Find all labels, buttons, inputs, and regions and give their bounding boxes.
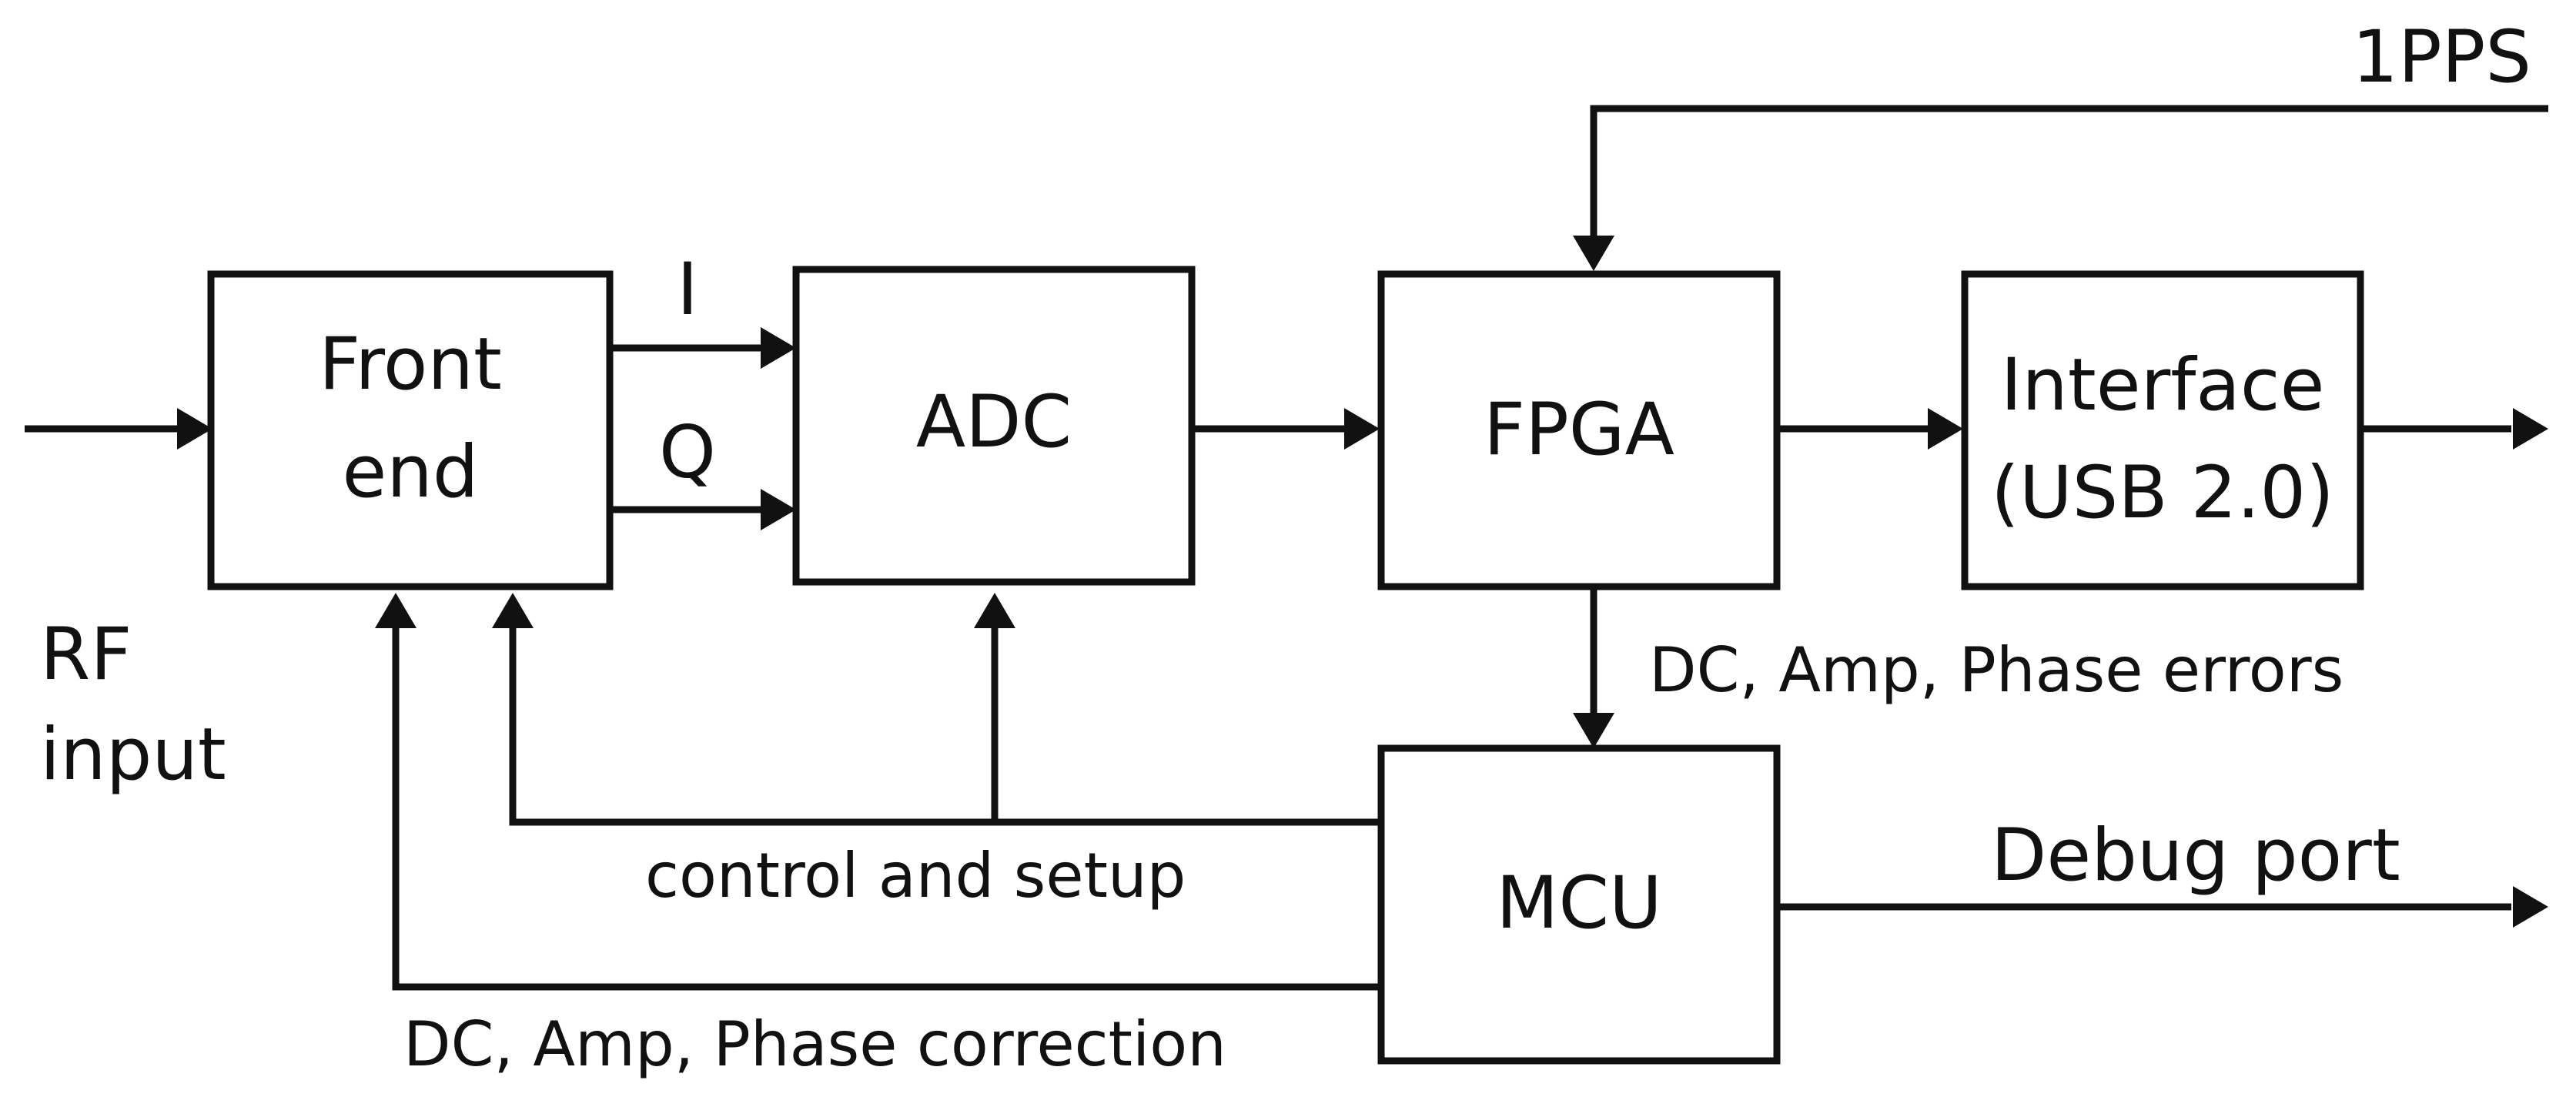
- rf-input-label-line1: RF: [40, 613, 132, 697]
- i-arrowhead: [761, 327, 796, 369]
- i-signal-label: I: [677, 248, 698, 332]
- interface-label-line2: (USB 2.0): [1991, 451, 2334, 535]
- fpga-label: FPGA: [1484, 388, 1674, 472]
- front-end-label-line2: end: [342, 430, 478, 514]
- control-adc-arrowhead: [974, 593, 1015, 628]
- pps-wire: [1590, 105, 2548, 236]
- rf-input-arrowhead: [177, 408, 212, 450]
- front-end-block: Front end: [207, 270, 614, 590]
- correction-signal-label: DC, Amp, Phase correction: [403, 1008, 1226, 1080]
- adc-fpga-arrowhead: [1344, 408, 1380, 450]
- interface-block: Interface (USB 2.0): [1961, 270, 2364, 590]
- correction-wire: [392, 628, 1381, 991]
- correction-arrowhead: [375, 593, 417, 628]
- errors-signal-label: DC, Amp, Phase errors: [1649, 634, 2343, 706]
- control-frontend-arrowhead: [492, 593, 534, 628]
- fpga-interface-arrowhead: [1928, 408, 1963, 450]
- q-signal-label: Q: [659, 411, 716, 495]
- fpga-mcu-arrowhead: [1573, 713, 1614, 748]
- interface-output-arrowhead: [2513, 408, 2548, 450]
- q-arrowhead: [761, 489, 796, 530]
- rf-input-label-line2: input: [40, 713, 226, 797]
- fpga-block: FPGA: [1377, 270, 1781, 590]
- control-signal-label: control and setup: [645, 840, 1186, 911]
- control-wire: [509, 628, 1381, 826]
- mcu-label: MCU: [1496, 861, 1662, 945]
- front-end-label-line1: Front: [319, 323, 502, 406]
- adc-label: ADC: [916, 380, 1072, 464]
- debug-port-arrowhead: [2513, 886, 2548, 928]
- pps-arrowhead: [1573, 236, 1614, 271]
- mcu-block: MCU: [1377, 744, 1781, 1065]
- interface-label-line1: Interface: [2001, 343, 2325, 427]
- adc-block: ADC: [792, 266, 1196, 586]
- pps-signal-label: 1PPS: [2352, 15, 2531, 99]
- debug-port-label: Debug port: [1991, 814, 2400, 898]
